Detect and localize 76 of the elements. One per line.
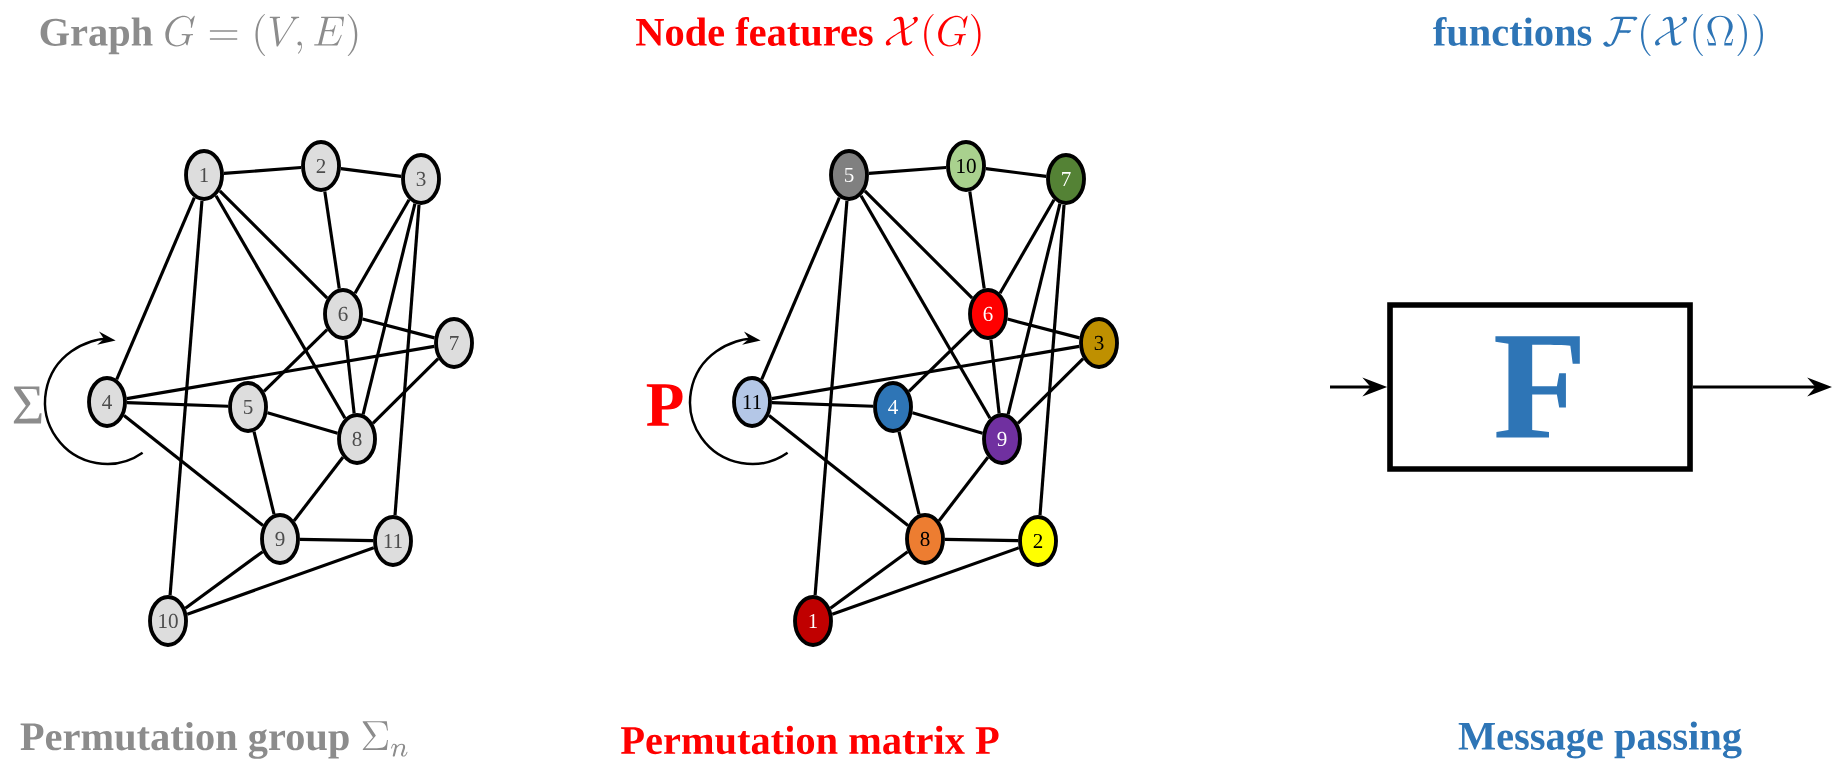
graph-edge <box>989 339 1001 414</box>
graph-edge <box>214 194 347 420</box>
matrix-symbol: P <box>646 384 683 426</box>
graph-edge <box>184 550 264 610</box>
graph-edge <box>267 411 339 435</box>
graph-node: 1 <box>184 149 224 201</box>
graph-edge <box>361 203 417 415</box>
graph-edge <box>912 411 983 435</box>
graph-edge <box>362 317 435 340</box>
graph-node: 2 <box>1018 515 1058 567</box>
graph-edge <box>323 191 341 289</box>
graph-node: 6 <box>968 288 1008 340</box>
graph-edge <box>859 194 992 420</box>
graph-edge <box>1038 204 1066 516</box>
graph-edge <box>262 328 329 393</box>
graph-edge <box>944 537 1019 543</box>
graph-edge <box>115 197 196 380</box>
graph-edge <box>218 189 329 300</box>
graph-edge <box>985 167 1047 178</box>
graph-edge <box>292 456 345 522</box>
graph-node: 10 <box>148 595 188 647</box>
graph-edge <box>968 191 986 289</box>
graph-edge <box>252 431 276 515</box>
graph-edge <box>831 546 1020 616</box>
graph-node: 9 <box>982 413 1022 465</box>
graph-node: 3 <box>401 153 441 205</box>
graph-edge <box>126 401 229 408</box>
graph-edge <box>299 537 374 543</box>
graph-edge <box>829 550 909 610</box>
graph-edge <box>126 344 435 401</box>
graph-edge <box>1007 317 1080 340</box>
graph-edge <box>223 165 302 176</box>
graph-edge <box>771 401 874 408</box>
graph-edge <box>768 414 909 527</box>
graph-edge <box>353 198 411 295</box>
graph-edge <box>863 189 974 300</box>
graph-edge <box>168 200 204 596</box>
graph-edge <box>937 456 990 522</box>
group-caption: Permutation group $\Sigma_n$ <box>20 721 408 759</box>
functions-heading: functions $\mathcal{F}\big(\mathcal{X}(\Omega)\big)$ <box>1433 13 1763 57</box>
graph-edge <box>344 339 356 414</box>
graph-node: 8 <box>905 513 945 565</box>
graph-edge <box>340 167 402 178</box>
graph-edge <box>998 198 1056 295</box>
graph-node: 2 <box>301 140 341 192</box>
graph-edge <box>186 546 375 616</box>
graph-node: 5 <box>228 381 268 433</box>
graph-edge <box>371 357 440 425</box>
passing-caption: Message passing <box>1458 721 1742 759</box>
matrix-caption: Permutation matrix P <box>621 725 999 755</box>
graph-node: 4 <box>87 376 127 428</box>
graph-edge <box>393 204 421 516</box>
graph-edge <box>1016 357 1085 425</box>
graph-node: 10 <box>946 140 986 192</box>
graph-edge <box>868 165 947 176</box>
graph-edge <box>907 328 974 393</box>
graph-node: 8 <box>337 413 377 465</box>
graph-node: 7 <box>434 317 474 369</box>
graph-edge <box>897 431 921 515</box>
graph-edge <box>813 200 849 596</box>
graph-node: 7 <box>1046 153 1086 205</box>
graph-edge <box>771 344 1080 401</box>
graph-node: 3 <box>1079 317 1119 369</box>
function-box: F <box>1387 302 1693 472</box>
graph-node: 6 <box>323 288 363 340</box>
features-heading: Node features $\mathcal{X}(G)$ <box>636 13 981 57</box>
graph-edge <box>760 197 841 380</box>
graph-node: 1 <box>793 595 833 647</box>
graph-node: 11 <box>373 515 413 567</box>
graph-node: 5 <box>829 149 869 201</box>
graph-heading: Graph $G = (V, E)$ <box>40 13 358 57</box>
graph-node: 11 <box>732 376 772 428</box>
graph-edge <box>1006 203 1062 415</box>
graph-edge <box>123 414 264 527</box>
graph-node: 9 <box>260 513 300 565</box>
graph-node: 4 <box>873 381 913 433</box>
